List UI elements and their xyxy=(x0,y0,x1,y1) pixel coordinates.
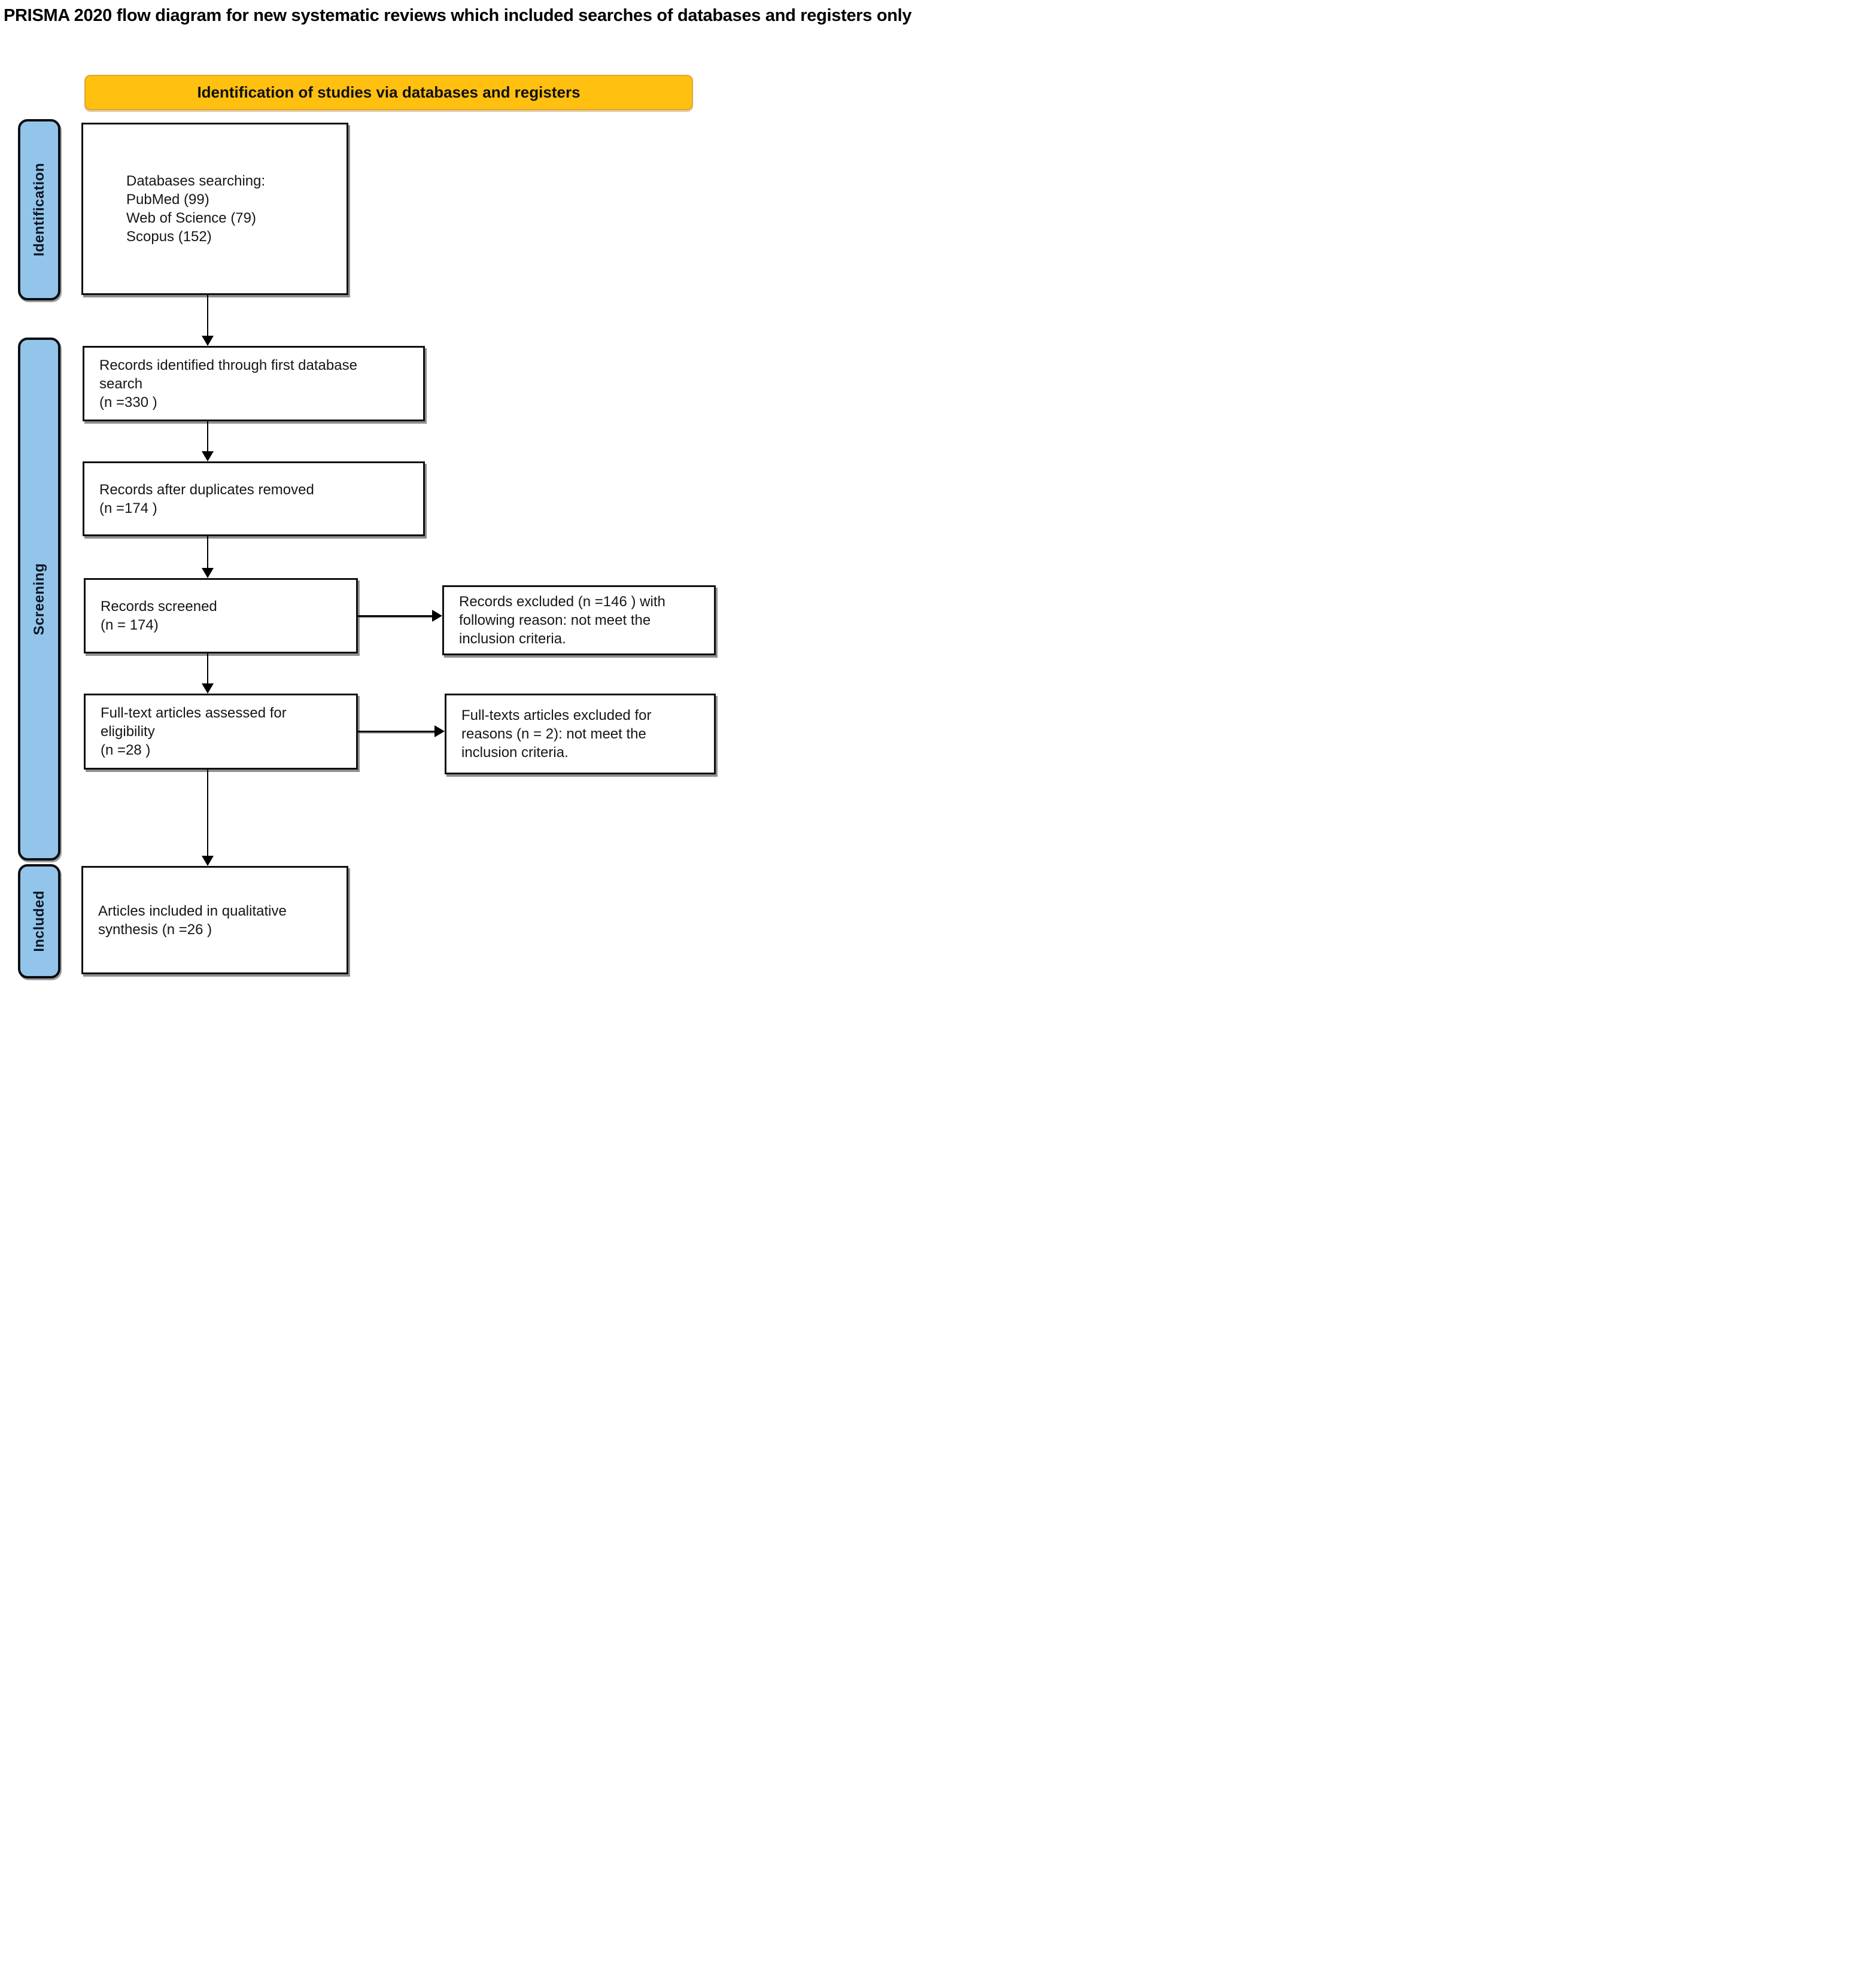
box-fulltext-assessed-line: eligibility xyxy=(101,724,155,740)
box-records-excluded-line: Records excluded (n =146 ) with xyxy=(459,594,665,610)
box-records-screened-line: Records screened xyxy=(101,598,217,615)
arrow-down-icon xyxy=(202,856,214,866)
stage-label-included: Included xyxy=(18,864,60,978)
box-fulltext-assessed-line: Full-text articles assessed for xyxy=(101,705,287,721)
box-records-identified: Records identified through first databas… xyxy=(83,346,425,421)
arrow-down-icon xyxy=(202,336,214,346)
box-databases-line: Web of Science (79) xyxy=(126,210,256,226)
arrow-databases-to-identified xyxy=(202,295,214,346)
box-articles-included-line: synthesis (n =26 ) xyxy=(98,921,212,938)
box-fulltext-excluded: Full-texts articles excluded for reasons… xyxy=(445,694,716,774)
arrow-shaft xyxy=(358,615,433,617)
box-records-after-duplicates-line: Records after duplicates removed xyxy=(99,481,314,498)
arrow-shaft xyxy=(207,295,208,336)
box-records-screened-line: (n = 174) xyxy=(101,617,159,633)
arrow-down-icon xyxy=(202,451,214,461)
page-title: PRISMA 2020 flow diagram for new systema… xyxy=(4,6,912,25)
arrow-identified-to-deduplicated xyxy=(202,421,214,461)
box-records-after-duplicates: Records after duplicates removed (n =174… xyxy=(83,461,425,536)
arrow-shaft xyxy=(207,653,208,684)
box-records-excluded-line: inclusion criteria. xyxy=(459,631,566,647)
box-fulltext-assessed-line: (n =28 ) xyxy=(101,742,151,758)
banner-identification-of-studies: Identification of studies via databases … xyxy=(84,75,693,110)
banner-label: Identification of studies via databases … xyxy=(197,83,581,101)
box-databases-line: PubMed (99) xyxy=(126,191,209,208)
box-records-identified-line: Records identified through first databas… xyxy=(99,357,357,373)
arrow-deduplicated-to-screened xyxy=(202,536,214,578)
box-fulltext-assessed: Full-text articles assessed for eligibil… xyxy=(84,694,358,770)
box-databases-searching: Databases searching: PubMed (99) Web of … xyxy=(81,123,348,295)
arrow-shaft xyxy=(207,536,208,569)
box-records-after-duplicates-line: (n =174 ) xyxy=(99,500,157,516)
box-records-identified-line: search xyxy=(99,375,143,392)
box-fulltext-excluded-line: Full-texts articles excluded for xyxy=(461,707,652,724)
arrow-shaft xyxy=(207,770,208,856)
arrow-right-icon xyxy=(434,725,445,737)
arrow-right-icon xyxy=(432,610,442,622)
arrow-fulltext-to-fulltext-excluded xyxy=(358,725,445,737)
box-records-excluded: Records excluded (n =146 ) with followin… xyxy=(442,585,716,655)
box-records-screened: Records screened (n = 174) xyxy=(84,578,358,653)
box-articles-included: Articles included in qualitative synthes… xyxy=(81,866,348,974)
stage-label-identification: Identification xyxy=(18,119,60,300)
box-fulltext-excluded-line: reasons (n = 2): not meet the xyxy=(461,726,646,742)
box-fulltext-excluded-line: inclusion criteria. xyxy=(461,744,569,761)
arrow-shaft xyxy=(207,421,208,452)
box-records-identified-line: (n =330 ) xyxy=(99,394,157,411)
stage-label-screening-text: Screening xyxy=(31,563,47,636)
box-records-excluded-line: following reason: not meet the xyxy=(459,612,651,628)
arrow-shaft xyxy=(358,730,436,732)
box-articles-included-line: Articles included in qualitative xyxy=(98,902,287,919)
arrow-down-icon xyxy=(202,683,214,694)
arrow-fulltext-to-included xyxy=(202,770,214,866)
arrow-screened-to-records-excluded xyxy=(358,610,442,622)
stage-label-included-text: Included xyxy=(31,890,47,952)
arrow-down-icon xyxy=(202,568,214,578)
prisma-flow-diagram: PRISMA 2020 flow diagram for new systema… xyxy=(0,0,930,994)
arrow-screened-to-fulltext xyxy=(202,653,214,694)
box-databases-line: Scopus (152) xyxy=(126,229,212,245)
box-databases-line: Databases searching: xyxy=(126,173,266,189)
stage-label-identification-text: Identification xyxy=(31,163,47,257)
stage-label-screening: Screening xyxy=(18,338,60,861)
